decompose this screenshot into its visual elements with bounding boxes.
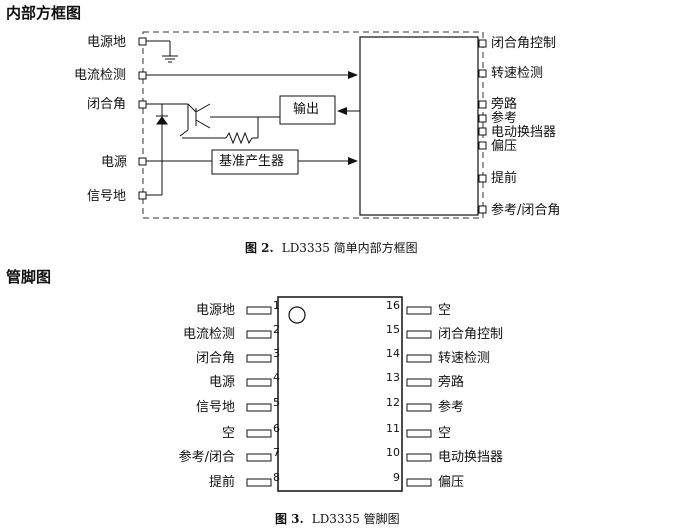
pin-3-name: 闭合角 <box>195 351 235 366</box>
pin-square-power <box>138 157 147 166</box>
right-pin-label-shifter: 电动换挡器 <box>491 125 557 140</box>
figure-2-caption: 图 2. LD3335 简单内部方框图 <box>245 239 418 256</box>
pin-7-name: 参考/闭合 <box>178 450 235 465</box>
pin-13-number: 13 <box>386 371 400 384</box>
right-pin-leads <box>406 306 432 487</box>
pin-9-name: 偏压 <box>438 475 465 490</box>
pin-9-number: 9 <box>393 471 400 484</box>
output-block-label: 输出 <box>293 102 320 117</box>
pin-1-number: 1 <box>273 299 280 312</box>
right-pin-label-advance: 提前 <box>491 171 518 186</box>
right-pin-connections <box>478 39 487 214</box>
pin-10-name: 电动换挡器 <box>438 450 504 465</box>
right-pin-label-ref-dwell: 参考/闭合角 <box>491 203 561 218</box>
pin-3-number: 3 <box>273 347 280 360</box>
pin-5-number: 5 <box>273 396 280 409</box>
figure-3-number: 图 3. <box>275 512 304 526</box>
chip-dashed-outline <box>142 31 484 219</box>
left-pin-leads <box>246 306 272 487</box>
right-pin-label-dwell-control: 闭合角控制 <box>491 36 557 51</box>
pin-14-name: 转速检测 <box>438 351 491 366</box>
figure-2-text: LD3335 简单内部方框图 <box>281 241 418 255</box>
left-pin-label-power-ground: 电源地 <box>87 35 127 50</box>
left-pin-label-power: 电源 <box>101 155 128 170</box>
pin-14-number: 14 <box>386 347 400 360</box>
left-pin-label-current-sense: 电流检测 <box>74 68 127 83</box>
right-pin-label-reference: 参考 <box>491 111 518 126</box>
figure-3-caption: 图 3. LD3335 管脚图 <box>275 510 400 527</box>
figure-2-number: 图 2. <box>245 241 274 255</box>
dwell-transistor-network <box>146 103 280 195</box>
pin-square-power-ground <box>138 37 147 46</box>
pin-16-number: 16 <box>386 299 400 312</box>
pin-12-name: 参考 <box>438 400 465 415</box>
pin-16-name: 空 <box>438 303 452 318</box>
pin-2-number: 2 <box>273 323 280 336</box>
pin-11-number: 11 <box>386 422 400 435</box>
dip-package-body <box>277 296 403 492</box>
left-pin-label-dwell: 闭合角 <box>87 97 127 112</box>
pin-8-number: 8 <box>273 471 280 484</box>
pin-15-name: 闭合角控制 <box>438 327 504 342</box>
pin-8-name: 提前 <box>208 475 235 490</box>
right-pin-label-bypass: 旁路 <box>491 97 518 112</box>
reference-generator-block <box>211 149 299 175</box>
pin1-marker-dot <box>288 306 306 324</box>
pin-4-name: 电源 <box>208 375 235 390</box>
pin-12-number: 12 <box>386 396 400 409</box>
pin-square-current-sense <box>138 71 147 80</box>
pin-6-number: 6 <box>273 422 280 435</box>
pin-7-number: 7 <box>273 446 280 459</box>
figure-3-text: LD3335 管脚图 <box>311 512 400 526</box>
right-pin-label-speed-sense: 转速检测 <box>491 66 544 81</box>
reference-generator-label: 基准产生器 <box>219 154 285 169</box>
pin-10-number: 10 <box>386 446 400 459</box>
pin-13-name: 旁路 <box>438 375 465 390</box>
pin-4-number: 4 <box>273 371 280 384</box>
pin-11-name: 空 <box>438 426 452 441</box>
ground-symbol <box>146 40 178 63</box>
pin-square-dwell <box>138 100 147 109</box>
right-pin-label-bias: 偏压 <box>491 139 518 154</box>
block-diagram-heading: 内部方框图 <box>6 4 82 22</box>
pin-2-name: 电流检测 <box>182 327 235 342</box>
pin-diagram-heading: 管脚图 <box>6 268 52 286</box>
internal-logic-block <box>359 36 479 216</box>
pin-square-signal-ground <box>138 191 147 200</box>
pin-6-name: 空 <box>221 426 235 441</box>
pin-1-name: 电源地 <box>195 303 235 318</box>
left-pin-label-signal-ground: 信号地 <box>87 189 127 204</box>
pin-15-number: 15 <box>386 323 400 336</box>
pin-5-name: 信号地 <box>195 400 235 415</box>
output-block <box>279 95 336 125</box>
